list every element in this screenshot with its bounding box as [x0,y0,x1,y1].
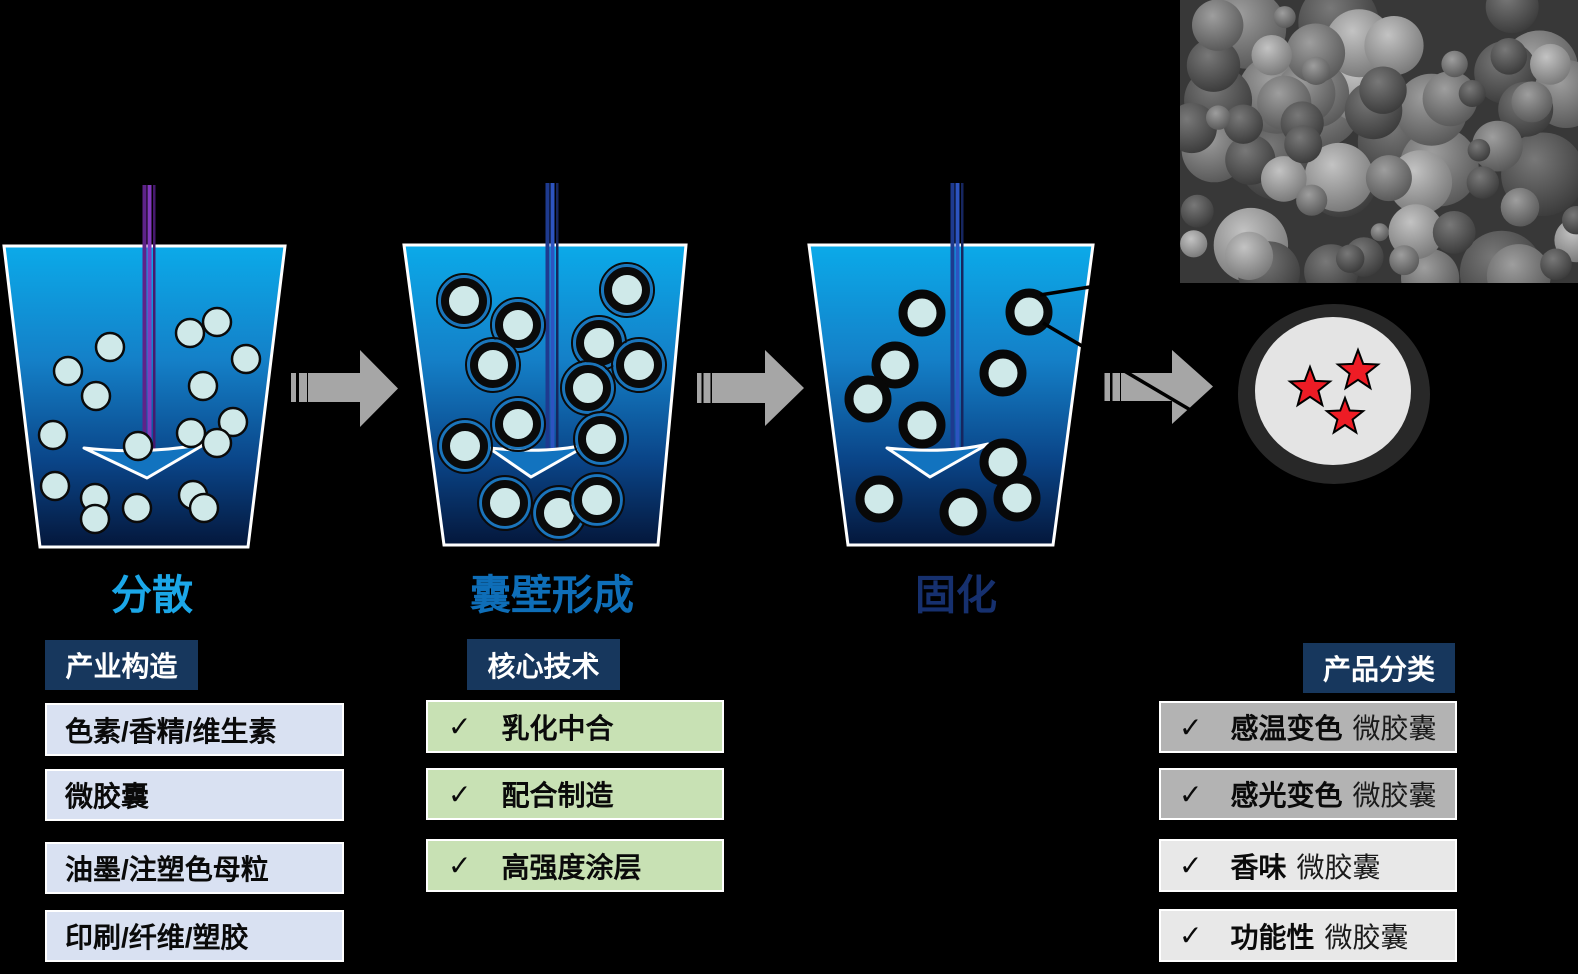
star-icon [1287,364,1333,408]
industry-item: 油墨/注塑色母粒 [45,842,344,894]
stage-label-dispersion: 分散 [111,572,193,618]
product-item: ✓ 功能性 微胶囊 [1159,909,1457,962]
product-name: 感光变色 [1230,780,1343,811]
tech-item-label: 乳化中合 [501,712,614,744]
tech-item-label: 配合制造 [501,780,614,811]
process-diagram [2,0,1578,549]
product-name: 功能性 [1230,921,1315,953]
check-icon: ✓ [448,711,472,742]
product-suffix: 微胶囊 [1324,921,1409,953]
stirrer-rod-1 [142,185,156,451]
droplets-group [37,306,262,535]
beaker-dispersion [2,185,287,549]
capsules-cured-group [844,288,1053,536]
tech-item: ✓ 乳化中合 [426,700,724,753]
check-icon: ✓ [1179,850,1203,881]
product-item: ✓ 感光变色 微胶囊 [1159,768,1457,820]
stage-label-curing: 固化 [915,572,997,618]
microcapsule-illustration [1238,304,1430,484]
product-item: ✓ 感温变色 微胶囊 [1159,701,1457,753]
product-name: 香味 [1230,851,1287,883]
star-icon [1324,395,1366,435]
tech-item-label: 高强度涂层 [501,851,642,883]
tech-item: ✓ 配合制造 [426,768,724,820]
industry-structure-header: 产业构造 [45,640,198,690]
industry-item-label: 微胶囊 [65,781,150,812]
industry-item: 微胶囊 [45,769,344,821]
connector-stub [30,865,45,869]
callout-lines [1039,270,1244,443]
capsule-core [1255,317,1411,465]
process-arrow-3 [1104,350,1213,424]
process-arrow-2 [697,350,804,426]
check-icon: ✓ [1179,778,1203,810]
connector-stub [30,933,45,937]
core-technology-header: 核心技术 [467,639,620,690]
product-category-header: 产品分类 [1303,643,1455,693]
industry-item-label: 色素/香精/维生素 [65,715,277,747]
process-arrow-1 [291,350,398,427]
check-icon: ✓ [448,850,472,881]
industry-item-label: 印刷/纤维/塑胶 [65,922,249,953]
product-name: 感温变色 [1230,713,1343,744]
stirrer-rod-3 [950,183,964,449]
connector-stub [30,726,45,730]
check-icon: ✓ [1179,711,1203,743]
star-icon [1335,347,1381,391]
connector-stub [30,792,45,796]
product-suffix: 微胶囊 [1352,713,1437,744]
tech-item: ✓ 高强度涂层 [426,839,724,892]
stage-label-wall-formation: 囊壁形成 [470,572,634,618]
sem-photo [1180,0,1578,283]
industry-item: 印刷/纤维/塑胶 [45,910,344,962]
industry-item-label: 油墨/注塑色母粒 [65,854,269,885]
connector-stub [344,792,359,796]
product-suffix: 微胶囊 [1296,851,1381,883]
beaker-curing [807,183,1095,547]
industry-item: 色素/香精/维生素 [45,703,344,756]
check-icon: ✓ [448,778,472,810]
capsules-forming-group [436,262,667,541]
product-suffix: 微胶囊 [1352,780,1437,811]
product-item: ✓ 香味 微胶囊 [1159,839,1457,892]
check-icon: ✓ [1179,920,1203,951]
stirrer-rod-2 [545,183,559,449]
beaker-wall-formation [402,183,688,547]
